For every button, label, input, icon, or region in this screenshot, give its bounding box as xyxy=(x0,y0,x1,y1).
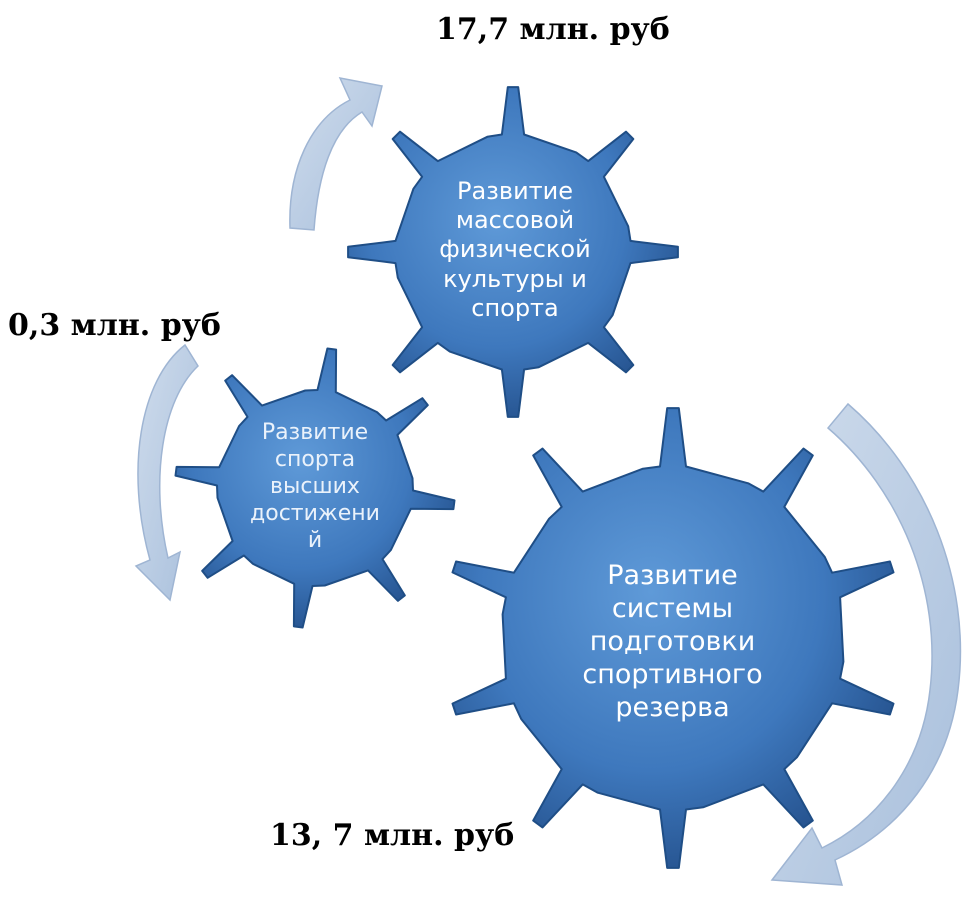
gear-big-line: Развитие xyxy=(607,560,738,592)
arrow-left-icon xyxy=(134,343,199,602)
gear-left-icon xyxy=(174,347,456,629)
gear-left-line: достижени xyxy=(250,500,380,526)
gear-big-line: системы xyxy=(611,593,734,625)
gear-big-line: спортивного xyxy=(582,658,763,690)
amount-bottom-label: 13, 7 млн. руб xyxy=(270,818,515,853)
gear-top-line: культуры и xyxy=(443,264,587,293)
gear-big-icon xyxy=(451,407,895,869)
arrow-top-icon xyxy=(289,76,383,231)
gear-top-line: спорта xyxy=(471,293,559,322)
arrow-right-icon xyxy=(770,402,962,886)
gear-left-line: й xyxy=(307,527,323,553)
gear-top-line: Развитие xyxy=(456,176,574,205)
amount-top-label: 17,7 млн. руб xyxy=(436,12,670,47)
gear-left-label: Развитие спорта высших достижени й xyxy=(250,395,380,580)
gear-top-label: Развитие массовой физической культуры и … xyxy=(430,150,600,350)
gear-left-line: Развитие xyxy=(261,420,369,446)
gear-left-line: спорта xyxy=(274,447,356,473)
gear-top-line: физической xyxy=(439,235,591,264)
gear-big-line: резерва xyxy=(615,691,730,723)
gear-top-icon xyxy=(347,86,679,418)
gear-big-label: Развитие системы подготовки спортивного … xyxy=(565,535,780,750)
gear-big-line: подготовки xyxy=(589,626,756,658)
gear-top-line: массовой xyxy=(455,206,575,235)
gear-left-line: высших xyxy=(270,474,360,500)
amount-left-label: 0,3 млн. руб xyxy=(8,308,221,343)
